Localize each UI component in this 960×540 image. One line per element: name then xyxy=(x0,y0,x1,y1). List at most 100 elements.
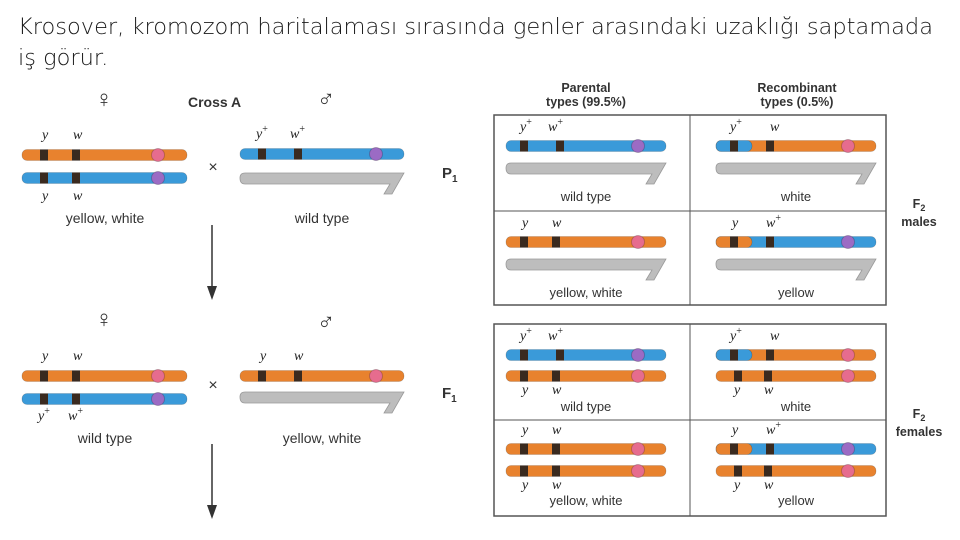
gene-locus-band xyxy=(258,371,266,382)
x-chromosome xyxy=(506,465,666,478)
p1-female-phenotype: yellow, white xyxy=(66,210,145,226)
f1-male-phenotype: yellow, white xyxy=(283,430,362,446)
f2-males-label: F2 xyxy=(913,197,926,213)
gene-locus-band xyxy=(520,237,528,248)
gene-locus-band xyxy=(72,150,80,161)
gene-label: y xyxy=(730,423,739,438)
gene-locus-band xyxy=(556,141,564,152)
centromere xyxy=(152,172,165,185)
down-arrow-icon xyxy=(207,444,217,519)
x-chromosome xyxy=(506,236,666,249)
cross-title: Cross A xyxy=(188,94,241,110)
gene-label: w xyxy=(764,383,774,398)
x-chromosome xyxy=(506,443,666,456)
gene-locus-band xyxy=(72,173,80,184)
y-chromosome xyxy=(506,163,666,184)
gene-label: w xyxy=(552,216,562,231)
x-chromosome xyxy=(716,465,876,478)
x-chromosome xyxy=(506,370,666,383)
gene-label: y+ xyxy=(254,124,268,142)
x-chromosome xyxy=(716,140,876,153)
gene-label: y+ xyxy=(728,326,742,344)
x-chromosome xyxy=(22,393,187,406)
f2-females-label: F2 xyxy=(913,407,926,423)
y-chromosome xyxy=(716,259,876,280)
female-symbol-p1: ♀ xyxy=(95,86,113,113)
gene-locus-band xyxy=(72,371,80,382)
gene-locus-band xyxy=(766,444,774,455)
females-parental-bottom-phenotype: yellow, white xyxy=(550,493,623,508)
f1-label: F1 xyxy=(442,385,457,405)
gene-locus-band xyxy=(730,444,738,455)
down-arrow-icon xyxy=(207,225,217,300)
gene-locus-band xyxy=(730,350,738,361)
x-chromosome xyxy=(716,370,876,383)
gene-locus-band xyxy=(520,141,528,152)
males-label: males xyxy=(901,215,936,229)
y-chromosome-shape xyxy=(240,173,404,194)
centromere xyxy=(632,236,645,249)
gene-locus-band xyxy=(552,444,560,455)
times-symbol-f1: × xyxy=(208,377,217,394)
gene-label: y xyxy=(520,216,529,231)
gene-label: y xyxy=(732,383,741,398)
females-label: females xyxy=(896,425,943,439)
gene-label: y xyxy=(520,383,529,398)
x-chromosome xyxy=(506,140,666,153)
y-chromosome xyxy=(506,259,666,280)
p1-male-phenotype: wild type xyxy=(294,210,350,226)
centromere xyxy=(632,370,645,383)
gene-label: y xyxy=(520,478,529,493)
x-chromosome xyxy=(22,149,187,162)
gene-locus-band xyxy=(730,141,738,152)
gene-label: y+ xyxy=(518,117,532,135)
x-chromosome xyxy=(506,349,666,362)
males-parental-bottom-phenotype: yellow, white xyxy=(550,285,623,300)
x-chromosome xyxy=(240,370,404,383)
centromere xyxy=(842,443,855,456)
y-chromosome xyxy=(240,392,404,413)
gene-label: y xyxy=(40,349,49,364)
centromere xyxy=(152,149,165,162)
y-chromosome-shape xyxy=(506,259,666,280)
x-chromosome xyxy=(240,148,404,161)
gene-locus-band xyxy=(294,371,302,382)
f1-female-phenotype: wild type xyxy=(77,430,133,446)
males-parental-top-phenotype: wild type xyxy=(560,189,612,204)
females-recombinant-top-phenotype: white xyxy=(780,399,811,414)
y-chromosome-shape xyxy=(716,163,876,184)
centromere xyxy=(842,349,855,362)
males-recombinant-top-phenotype: white xyxy=(780,189,811,204)
centromere xyxy=(632,349,645,362)
p1-label: P1 xyxy=(442,165,458,185)
y-chromosome-shape xyxy=(240,392,404,413)
gene-label: y xyxy=(520,423,529,438)
gene-locus-band xyxy=(258,149,266,160)
parental-header: Parental xyxy=(561,81,610,95)
y-chromosome-shape xyxy=(506,163,666,184)
parental-subheader: types (99.5%) xyxy=(546,95,626,109)
gene-label: y+ xyxy=(518,326,532,344)
gene-label: w+ xyxy=(548,117,563,135)
y-chromosome-shape xyxy=(716,259,876,280)
gene-locus-band xyxy=(40,394,48,405)
gene-label: w xyxy=(294,349,304,364)
gene-label: w xyxy=(770,329,780,344)
gene-locus-band xyxy=(766,237,774,248)
gene-locus-band xyxy=(294,149,302,160)
gene-locus-band xyxy=(734,371,742,382)
centromere xyxy=(842,465,855,478)
gene-locus-band xyxy=(552,371,560,382)
female-symbol-f1: ♀ xyxy=(95,306,113,333)
centromere xyxy=(842,140,855,153)
gene-locus-band xyxy=(556,350,564,361)
gene-label: y xyxy=(730,216,739,231)
gene-locus-band xyxy=(40,150,48,161)
gene-label: y xyxy=(40,189,49,204)
centromere xyxy=(842,370,855,383)
x-chromosome xyxy=(716,349,876,362)
x-chromosome xyxy=(22,172,187,185)
male-symbol-f1: ♂ xyxy=(317,309,335,336)
gene-label: w xyxy=(73,189,83,204)
